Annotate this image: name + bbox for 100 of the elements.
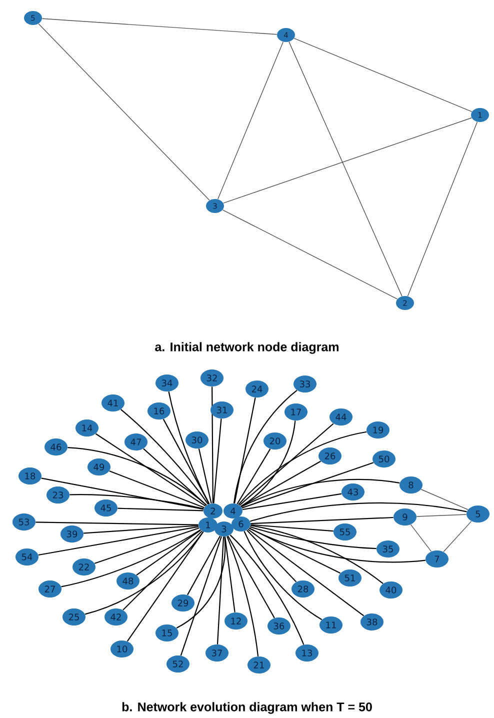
edge-line [236,448,271,504]
edge-line [246,530,297,582]
network-node: 44 [330,408,352,426]
network-node: 21 [248,656,270,674]
edge-line [70,494,204,510]
network-node: 19 [366,422,390,438]
edge-line [239,423,334,506]
network-node: 27 [38,580,62,598]
network-node: 40 [380,582,402,598]
network-node: 41 [102,394,124,412]
network-node: 18 [18,468,42,484]
edge-line [248,528,340,574]
edge-line [42,18,278,35]
edge-line [248,528,364,616]
network-node: 6 [232,516,250,532]
edge-line [212,386,214,504]
edge-line [216,536,224,644]
edge-line [213,418,222,504]
edge-line [95,433,206,507]
edge-line [94,528,200,564]
network-node: 15 [156,624,178,642]
network-node: 52 [166,656,190,672]
edge-line [68,447,207,506]
edge-line [84,531,204,615]
figure-caption: b. Network evolution diagram when T = 50 [122,702,372,714]
network-node: 14 [76,420,98,436]
edge-line [410,524,432,552]
network-node: 16 [148,402,170,420]
node-label: 6 [238,520,244,528]
edge-line [288,41,402,297]
edge-line [228,536,275,618]
edge-line [118,508,204,512]
edge-line [226,536,259,656]
edge-line [186,536,221,596]
network-node: 12 [224,612,248,630]
edge-line [250,516,394,524]
edge-line [234,398,256,504]
edge-line [244,531,322,620]
network-node: 35 [376,540,400,558]
network-node: 22 [72,558,96,576]
network-node: 55 [334,524,356,540]
edge-line [126,531,204,642]
edge-line [143,448,207,506]
network-node: 39 [60,526,84,542]
network-node: 28 [292,580,314,598]
network-node: 25 [62,608,86,626]
edge-line [240,478,400,508]
edge-line [61,529,201,588]
network-node: 7 [426,550,448,568]
network-node: 24 [246,380,268,398]
edge-line [250,526,376,550]
edge-line [122,530,202,610]
edge-line [250,524,334,532]
network-node: 20 [264,432,286,450]
network-node: 42 [104,608,128,626]
edge-line [41,478,204,510]
network-node: 30 [186,432,208,448]
network-node: 33 [294,376,316,392]
edge-line [238,431,367,506]
edge-line [240,420,296,507]
edge-line [420,489,468,510]
node-label: 1 [206,522,210,528]
edge-line [198,448,212,504]
edge-line [180,536,222,656]
edge-line [36,522,198,526]
edge-line [218,42,284,200]
edge-line [84,525,198,534]
network-node: 54 [16,548,38,566]
node-label: 3 [222,526,226,532]
network-node: 2 [204,504,222,518]
network-node: 13 [296,644,318,662]
network-node: 47 [124,434,148,450]
edge-line [223,118,472,204]
network-node: 11 [320,616,342,634]
edge-line [230,534,304,645]
edge-line [222,210,398,300]
network-node: 46 [44,438,68,456]
edge-line [416,514,467,517]
network-node: 9 [394,508,416,526]
network-node: 50 [372,450,396,468]
edge-line [250,524,384,584]
edge-line [294,38,472,112]
network-node: 38 [360,614,384,630]
edge-line [109,470,204,508]
edge-line [176,536,226,628]
network-node: 4 [224,504,242,518]
network-node: 53 [12,514,36,530]
edge-line [443,520,472,552]
network-node: 48 [116,572,140,590]
network-node: 17 [284,404,308,420]
network-node: 51 [338,570,362,586]
network-node: 32 [200,370,224,386]
network-node: 29 [172,594,194,612]
figure-caption: a. Initial network node diagram [155,342,338,354]
edge-line [242,462,374,508]
network-node: 23 [46,486,70,504]
network-node: 45 [94,500,118,516]
edge-line [233,390,298,504]
network-node: 34 [156,374,178,392]
edge-line [224,536,236,612]
